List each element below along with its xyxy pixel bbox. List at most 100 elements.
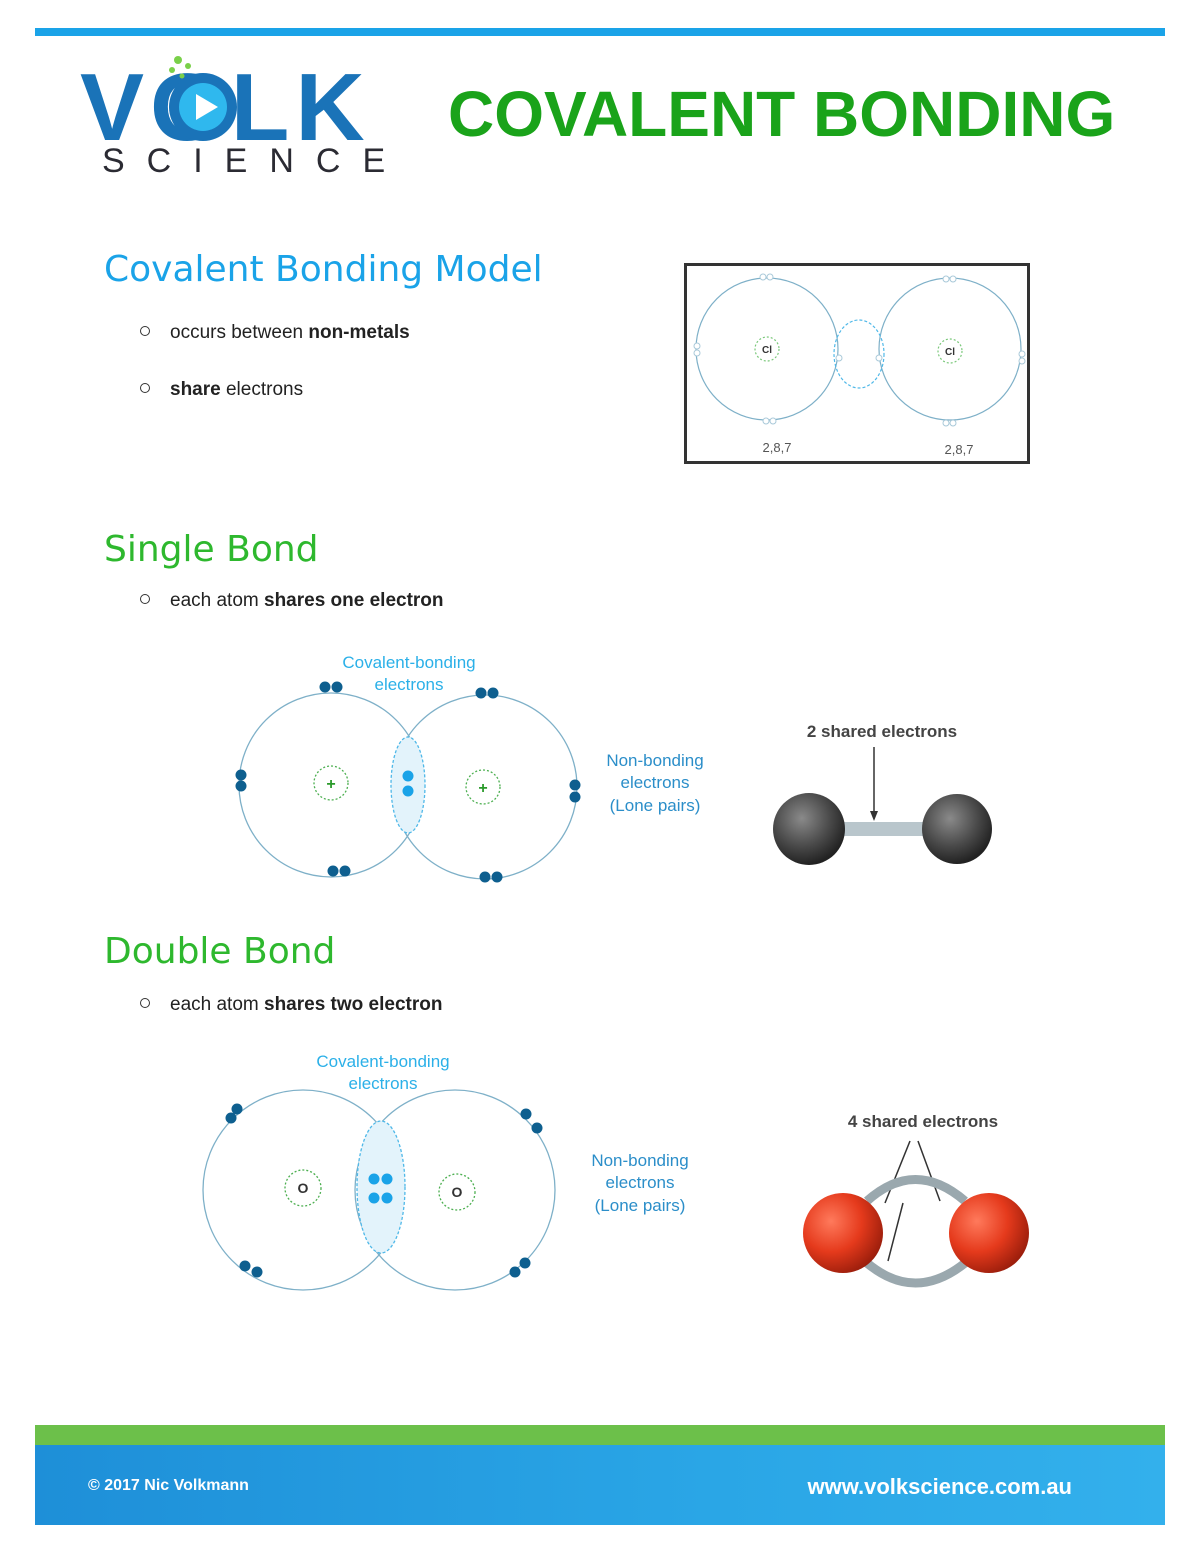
atom-ball-left [803,1193,883,1273]
electron [239,1260,251,1272]
footer-accent-bar [35,1425,1165,1445]
electron [327,865,339,877]
shared-electrons-label: 2 shared electrons [807,722,957,741]
bonding-electron [381,1192,393,1204]
double-bond-model-image: 4 shared electrons [803,1112,1029,1288]
nucleus-symbol-right: + [478,780,487,797]
section-heading-model: Covalent Bonding Model [104,249,543,290]
volk-science-logo: VOLK SCIENCE [80,52,400,180]
nonbonding-label-line1: Non-bonding [606,751,703,770]
nucleus-left [313,765,349,801]
footer-bar [35,1445,1165,1525]
electron [251,1266,263,1278]
bullet-bold-text: shares two electron [264,994,443,1015]
bond-ring-bottom [864,1259,968,1288]
bullet-marker-icon [140,593,150,604]
nucleus-symbol-left: + [326,776,335,793]
bonding-electron [402,770,414,782]
electron [491,871,503,883]
electron [942,275,950,283]
electron [949,419,957,427]
chlorine-bond-diagram: Cl Cl 2,8,7 2,8,7 [684,263,1030,464]
electron [835,354,843,362]
electron [875,354,883,362]
bullet-single-bond: each atom shares one electron [140,591,444,610]
electron [235,769,247,781]
pointer-arrow-line [887,1202,904,1262]
electron [519,1257,531,1269]
bonding-label-line1: Covalent-bonding [316,1052,449,1071]
electron [569,791,581,803]
arrow-icon [870,811,878,821]
electron [520,1108,532,1120]
atom-symbol-right: O [452,1184,463,1200]
electron [509,1266,521,1278]
bullet-bold-text: non-metals [308,322,410,343]
footer-website-link[interactable]: www.volkscience.com.au [807,1474,1072,1499]
atom-ball-right [949,1193,1029,1273]
nucleus-left [754,336,780,362]
shell-right [354,1089,556,1291]
electron [1018,350,1026,358]
page-title: COVALENT BONDING [448,78,1116,150]
flask-icon [169,56,237,141]
footer-copyright: © 2017 Nic Volkmann [88,1477,249,1494]
electron [235,780,247,792]
shared-electrons-label: 4 shared electrons [848,1112,998,1131]
electron [231,1103,243,1115]
atom-symbol-left: Cl [762,345,772,356]
bond-overlap [390,736,426,834]
nonbonding-label-line3: (Lone pairs) [595,1196,686,1215]
bullet-text: occurs between [170,322,309,343]
single-bond-model-image: 2 shared electrons [773,722,992,865]
double-bond-diagram: Covalent-bonding electrons O O Non-bondi… [202,1052,689,1291]
electron-config-left: 2,8,7 [763,440,792,455]
atom-symbol-left: O [298,1180,309,1196]
nonbonding-label-line2: electrons [621,773,690,792]
electron [479,871,491,883]
bullet-non-metals: occurs between non-metals [140,323,410,342]
electron [942,419,950,427]
pointer-arrow-line [884,1140,911,1204]
single-bond-diagram: Covalent-bonding electrons + + Non-bondi… [235,653,704,883]
bullet-share-electrons: share electrons [140,380,303,399]
bullet-text: each atom [170,994,264,1015]
bullet-marker-icon [140,997,150,1008]
atom-ball-right [922,794,992,864]
logo-subtitle: SCIENCE [102,142,408,180]
electron [225,1112,237,1124]
bullet-text: each atom [170,590,264,611]
section-heading-double-bond: Double Bond [104,931,336,972]
bond-overlap [833,319,885,389]
bonding-electron [402,785,414,797]
bond-ring-top [863,1175,968,1205]
electron [487,687,499,699]
section-heading-single-bond: Single Bond [104,529,319,570]
electron-config-right: 2,8,7 [945,442,974,457]
electron [766,273,774,281]
bonding-label-line1: Covalent-bonding [342,653,475,672]
electron [1018,357,1026,365]
nonbonding-label-line1: Non-bonding [591,1151,688,1170]
electron [769,417,777,425]
bullet-double-bond: each atom shares two electron [140,995,442,1014]
bullet-text: electrons [220,379,304,400]
nucleus-right [438,1173,476,1211]
electron [693,349,701,357]
bullet-bold-text: shares one electron [264,590,444,611]
electron [339,865,351,877]
bonding-electron [368,1173,380,1185]
electron [762,417,770,425]
bond-overlap [356,1120,406,1254]
bonding-electron [381,1173,393,1185]
nonbonding-label-line3: (Lone pairs) [610,796,701,815]
bond-rod [833,822,933,836]
bonding-label-line2: electrons [349,1074,418,1093]
atom-symbol-right: Cl [945,347,955,358]
pointer-arrow-line [917,1140,941,1202]
electron [949,275,957,283]
electron [569,779,581,791]
bullet-bold-text: share [170,379,221,400]
nucleus-right [937,338,963,364]
electron [319,681,331,693]
